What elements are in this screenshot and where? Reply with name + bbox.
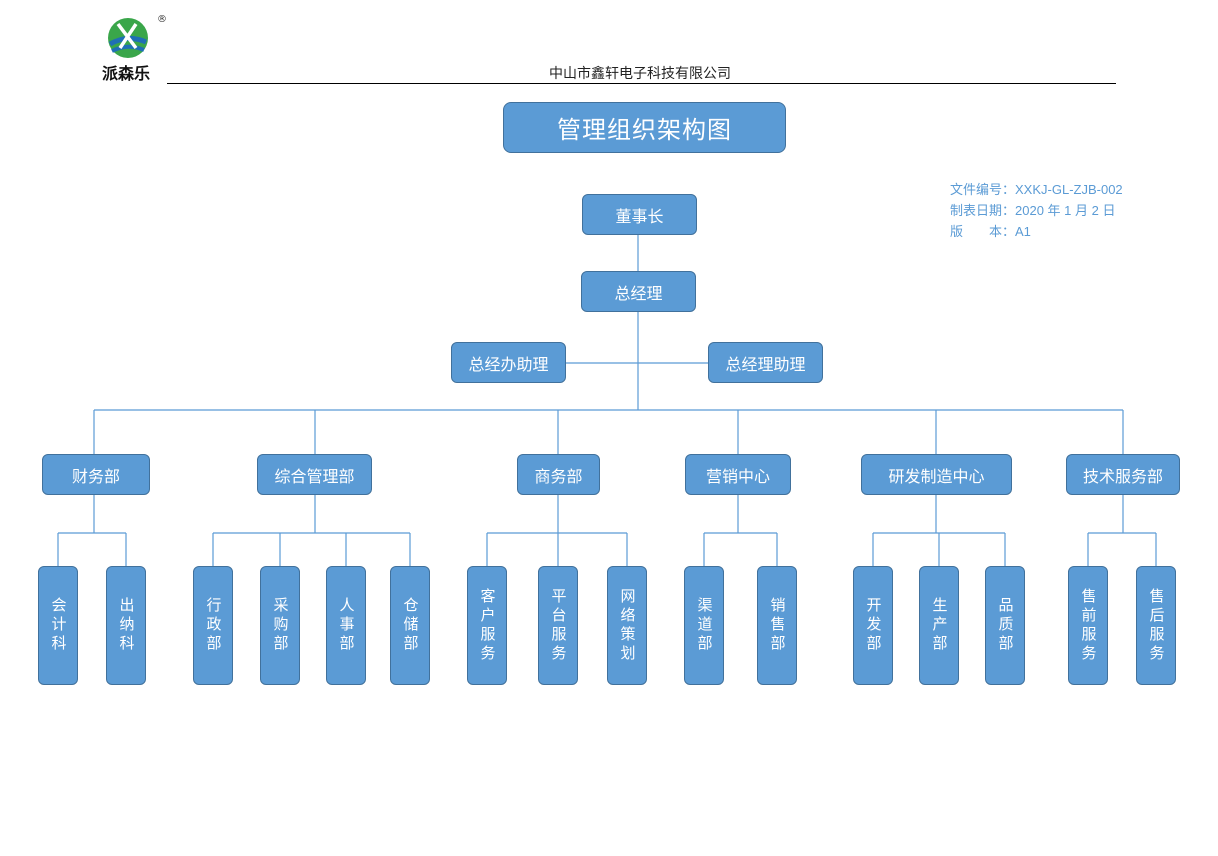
logo-mark-icon xyxy=(108,18,148,58)
node-unit-4-1: 生产部 xyxy=(919,566,959,685)
document-info: 文件编号：XXKJ-GL-ZJB-002 制表日期：2020 年 1 月 2 日… xyxy=(950,180,1123,243)
doc-version-value: A1 xyxy=(1015,224,1031,239)
node-department-2: 商务部 xyxy=(517,454,600,495)
node-unit-0-0: 会计科 xyxy=(38,566,78,685)
doc-version-row: 版 本：A1 xyxy=(950,222,1123,243)
node-department-1: 综合管理部 xyxy=(257,454,372,495)
node-unit-4-2: 品质部 xyxy=(985,566,1025,685)
node-unit-5-0: 售前服务 xyxy=(1068,566,1108,685)
node-unit-4-0: 开发部 xyxy=(853,566,893,685)
node-department-4: 研发制造中心 xyxy=(861,454,1012,495)
node-unit-0-1: 出纳科 xyxy=(106,566,146,685)
doc-number-label: 文件编号： xyxy=(950,183,1016,198)
logo-brand-text: 派森乐 xyxy=(102,64,151,83)
node-unit-2-1: 平台服务 xyxy=(538,566,578,685)
node-department-0: 财务部 xyxy=(42,454,150,495)
node-chairman: 董事长 xyxy=(582,194,697,235)
node-general-manager: 总经理 xyxy=(581,271,696,312)
node-unit-1-1: 采购部 xyxy=(260,566,300,685)
node-department-5: 技术服务部 xyxy=(1066,454,1180,495)
doc-number-row: 文件编号：XXKJ-GL-ZJB-002 xyxy=(950,180,1123,201)
doc-number-value: XXKJ-GL-ZJB-002 xyxy=(1015,182,1123,197)
doc-version-label: 版 本： xyxy=(950,225,1016,240)
node-unit-1-2: 人事部 xyxy=(326,566,366,685)
company-logo: ® 派森乐 xyxy=(100,14,170,86)
doc-date-row: 制表日期：2020 年 1 月 2 日 xyxy=(950,201,1123,222)
registered-mark: ® xyxy=(157,14,167,25)
company-name: 中山市鑫轩电子科技有限公司 xyxy=(549,66,731,82)
header-divider xyxy=(167,83,1116,84)
node-assistant-gm: 总经理助理 xyxy=(708,342,823,383)
node-unit-3-0: 渠道部 xyxy=(684,566,724,685)
node-unit-2-0: 客户服务 xyxy=(467,566,507,685)
node-unit-5-1: 售后服务 xyxy=(1136,566,1176,685)
node-unit-1-0: 行政部 xyxy=(193,566,233,685)
page-title: 管理组织架构图 xyxy=(503,102,786,153)
node-unit-1-3: 仓储部 xyxy=(390,566,430,685)
node-unit-2-2: 网络策划 xyxy=(607,566,647,685)
node-assistant-office: 总经办助理 xyxy=(451,342,566,383)
doc-date-label: 制表日期： xyxy=(950,204,1016,219)
node-department-3: 营销中心 xyxy=(685,454,791,495)
doc-date-value: 2020 年 1 月 2 日 xyxy=(1015,203,1116,218)
node-unit-3-1: 销售部 xyxy=(757,566,797,685)
